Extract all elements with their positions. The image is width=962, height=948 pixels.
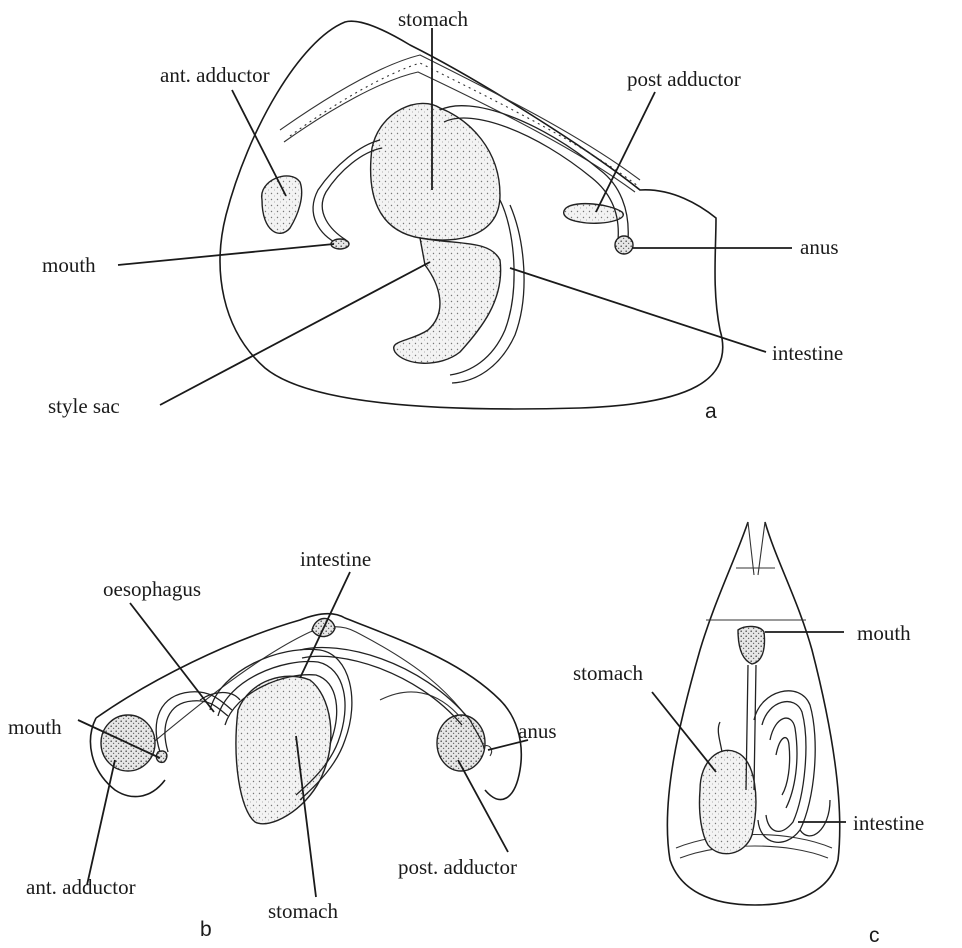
stomach-c [699,750,755,853]
figure-letter-c: c [869,924,880,947]
post-adductor-a [564,204,624,224]
panel-b: intestine oesophagus mouth anus ant. add… [8,547,557,941]
figure-letter-a: a [705,400,717,423]
panel-c: mouth stomach intestine c [573,522,924,947]
label-intestine-c: intestine [853,811,924,835]
ant-adductor-a [262,176,302,233]
label-stomach-a: stomach [398,7,468,31]
label-ant-adductor-b: ant. adductor [26,875,136,899]
panel-a: stomach ant. adductor post adductor mout… [42,7,843,423]
style-sac-a [394,238,501,363]
label-anus-a: anus [800,235,839,259]
label-intestine-b: intestine [300,547,371,571]
anus-a [615,236,633,254]
label-stomach-c: stomach [573,661,643,685]
label-stomach-b: stomach [268,899,338,923]
label-intestine-a: intestine [772,341,843,365]
label-ant-adductor-a: ant. adductor [160,63,270,87]
label-mouth-b: mouth [8,715,62,739]
label-mouth-c: mouth [857,621,911,645]
shell-outline-c [667,522,839,905]
mouth-c [738,626,765,664]
label-oesophagus-b: oesophagus [103,577,201,601]
label-mouth-a: mouth [42,253,96,277]
label-post-adductor-b: post. adductor [398,855,517,879]
label-style-sac-a: style sac [48,394,120,418]
stomach-a [371,103,500,240]
figure-letter-b: b [200,918,212,941]
label-post-adductor-a: post adductor [627,67,741,91]
stomach-b [236,676,331,824]
label-anus-b: anus [518,719,557,743]
